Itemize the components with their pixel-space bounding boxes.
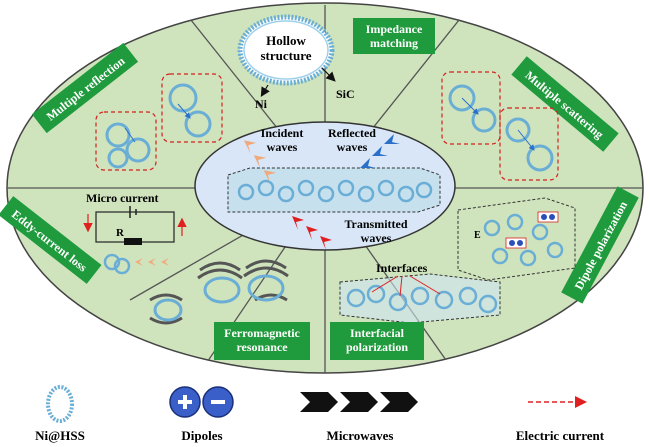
legend: Ni@HSS Dipoles Microwaves Electric curre… bbox=[35, 385, 605, 443]
dipole-box bbox=[561, 186, 639, 304]
impedance-box bbox=[353, 18, 435, 54]
resistor bbox=[124, 238, 142, 245]
legend-microwaves-label: Microwaves bbox=[327, 428, 394, 443]
legend-microwave-icon bbox=[300, 392, 418, 412]
field-label: E bbox=[474, 230, 481, 241]
ni-label: Ni bbox=[255, 97, 268, 111]
legend-electric-current-label: Electric current bbox=[516, 428, 605, 443]
legend-dipoles-label: Dipoles bbox=[181, 428, 222, 443]
legend-ni-hss-label: Ni@HSS bbox=[35, 428, 85, 443]
interfaces-label: Interfaces bbox=[376, 261, 428, 275]
center-slab bbox=[227, 167, 441, 213]
dipole-block bbox=[457, 197, 576, 281]
ferromagnetic-box bbox=[214, 322, 310, 360]
multiple-scattering-box bbox=[511, 56, 619, 152]
hollow-sphere-big bbox=[237, 14, 335, 86]
micro-current-label: Micro current bbox=[86, 191, 159, 205]
legend-ni-hss-icon bbox=[46, 385, 74, 423]
sic-label: SiC bbox=[336, 87, 355, 101]
interfacial-box bbox=[330, 322, 424, 360]
resistor-label: R bbox=[116, 227, 125, 239]
multiple-reflection-box bbox=[31, 42, 139, 134]
legend-dipole-icon bbox=[169, 386, 234, 418]
eddy-box bbox=[0, 196, 102, 284]
